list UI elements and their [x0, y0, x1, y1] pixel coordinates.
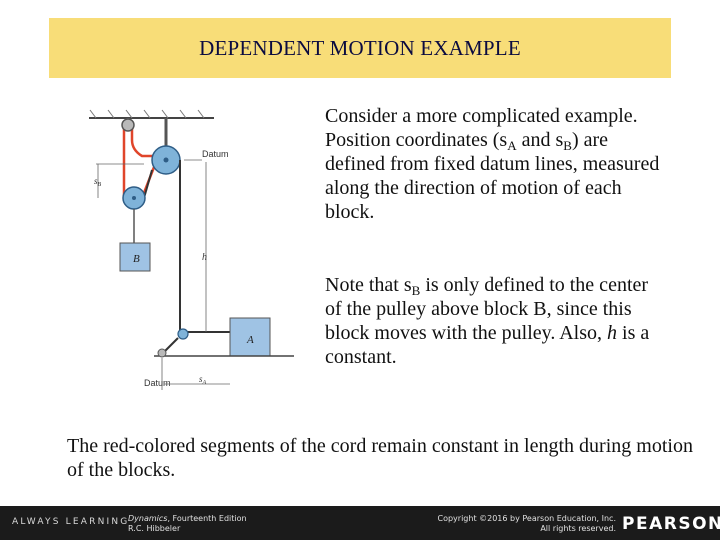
pulley-system-figure: B A Datum Datum sB h sA — [89, 109, 294, 390]
red-cord — [122, 125, 158, 199]
paragraph-position-coordinates: Consider a more complicated example. Pos… — [325, 105, 660, 223]
sA-label: sA — [199, 374, 207, 386]
book-credit: Dynamics, Fourteenth Edition R.C. Hibbel… — [128, 514, 247, 533]
pearson-logo: PEARSON — [622, 514, 720, 534]
ceiling — [89, 109, 214, 119]
dark-cord — [143, 160, 232, 355]
h-label: h — [202, 252, 207, 263]
block-b-label: B — [133, 253, 140, 265]
paragraph-red-segments: The red-colored segments of the cord rem… — [67, 435, 693, 481]
title-bar: DEPENDENT MOTION EXAMPLE — [49, 18, 671, 78]
block-b — [119, 242, 151, 272]
sB-label: sB — [94, 176, 102, 188]
corner-pulley-icon — [177, 328, 189, 340]
floor-pulley-icon — [157, 348, 167, 358]
block-a — [229, 317, 271, 357]
paragraph-sB-note: Note that sB is only defined to the cent… — [325, 274, 650, 368]
small-pulley-icon — [121, 118, 135, 132]
datum-bottom-label: Datum — [144, 378, 171, 388]
footer-bar: ALWAYS LEARNING Dynamics, Fourteenth Edi… — [0, 506, 720, 540]
block-a-label: A — [246, 334, 254, 346]
always-learning-text: ALWAYS LEARNING — [12, 517, 130, 527]
datum-top-label: Datum — [202, 149, 229, 159]
slide-title: DEPENDENT MOTION EXAMPLE — [199, 35, 521, 60]
copyright-text: Copyright ©2016 by Pearson Education, In… — [437, 514, 616, 533]
